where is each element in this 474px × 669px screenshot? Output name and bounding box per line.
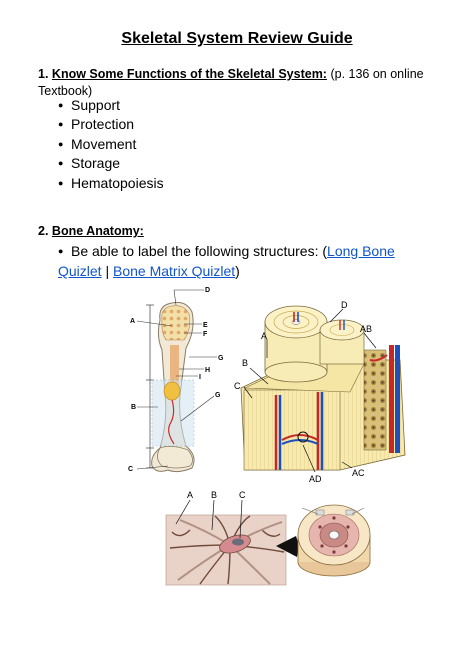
section-2-instruction: ● Be able to label the following structur… (58, 241, 438, 281)
section-2-heading: 2. Bone Anatomy: (38, 224, 144, 238)
figure-label: B (131, 404, 136, 411)
osteocyte-diagram: A B C (165, 490, 371, 586)
page-title: Skeletal System Review Guide (121, 30, 353, 47)
figure-label: I (199, 374, 201, 381)
figure-label: AB (360, 324, 372, 334)
figure-label: AC (352, 468, 365, 478)
bullet-icon: ● (58, 246, 64, 256)
figure-label: F (203, 331, 208, 338)
figure-label: A (130, 318, 135, 325)
bone-matrix-quizlet-link[interactable]: Bone Matrix Quizlet (113, 263, 236, 279)
instruction-text: Be able to label the following structure… (71, 243, 328, 259)
figure-label: C (234, 381, 241, 391)
long-bone-diagram: A B C D E F G H I G (128, 287, 224, 473)
section-2-title: Bone Anatomy: (51, 224, 144, 238)
figure-label: C (239, 490, 246, 500)
functions-list: Support Protection Movement Storage Hema… (58, 96, 164, 193)
section-1-note: (p. 136 on online Textbook) (38, 67, 424, 98)
list-item: Support (58, 96, 164, 115)
section-2-number: 2. (38, 224, 49, 238)
figure-label: B (211, 490, 217, 500)
figure-label: A (261, 331, 267, 341)
figure-label: E (203, 322, 208, 329)
list-item: Hematopoiesis (58, 174, 164, 193)
compact-bone-diagram: D A AB B C AD AC (234, 300, 406, 484)
section-1-title: Know Some Functions of the Skeletal Syst… (51, 67, 327, 81)
figure-label: G (218, 355, 224, 362)
figure-label: D (341, 300, 348, 310)
figure-label: G (215, 392, 221, 399)
section-1-number: 1. (38, 67, 49, 81)
instruction-close: ) (235, 263, 240, 279)
figure-label: D (205, 287, 210, 294)
figure-label: A (187, 490, 193, 500)
figure-label: C (128, 466, 133, 473)
long-bone-quizlet-link[interactable]: Long Bone Quizlet (58, 243, 395, 279)
section-1-heading: 1. Know Some Functions of the Skeletal S… (38, 66, 448, 100)
list-item: Movement (58, 135, 164, 154)
list-item: Protection (58, 115, 164, 134)
figure-label: AD (309, 474, 322, 484)
figure-label: H (205, 367, 210, 374)
list-item: Storage (58, 154, 164, 173)
figure-label: B (242, 358, 248, 368)
link-separator: | (101, 263, 113, 279)
